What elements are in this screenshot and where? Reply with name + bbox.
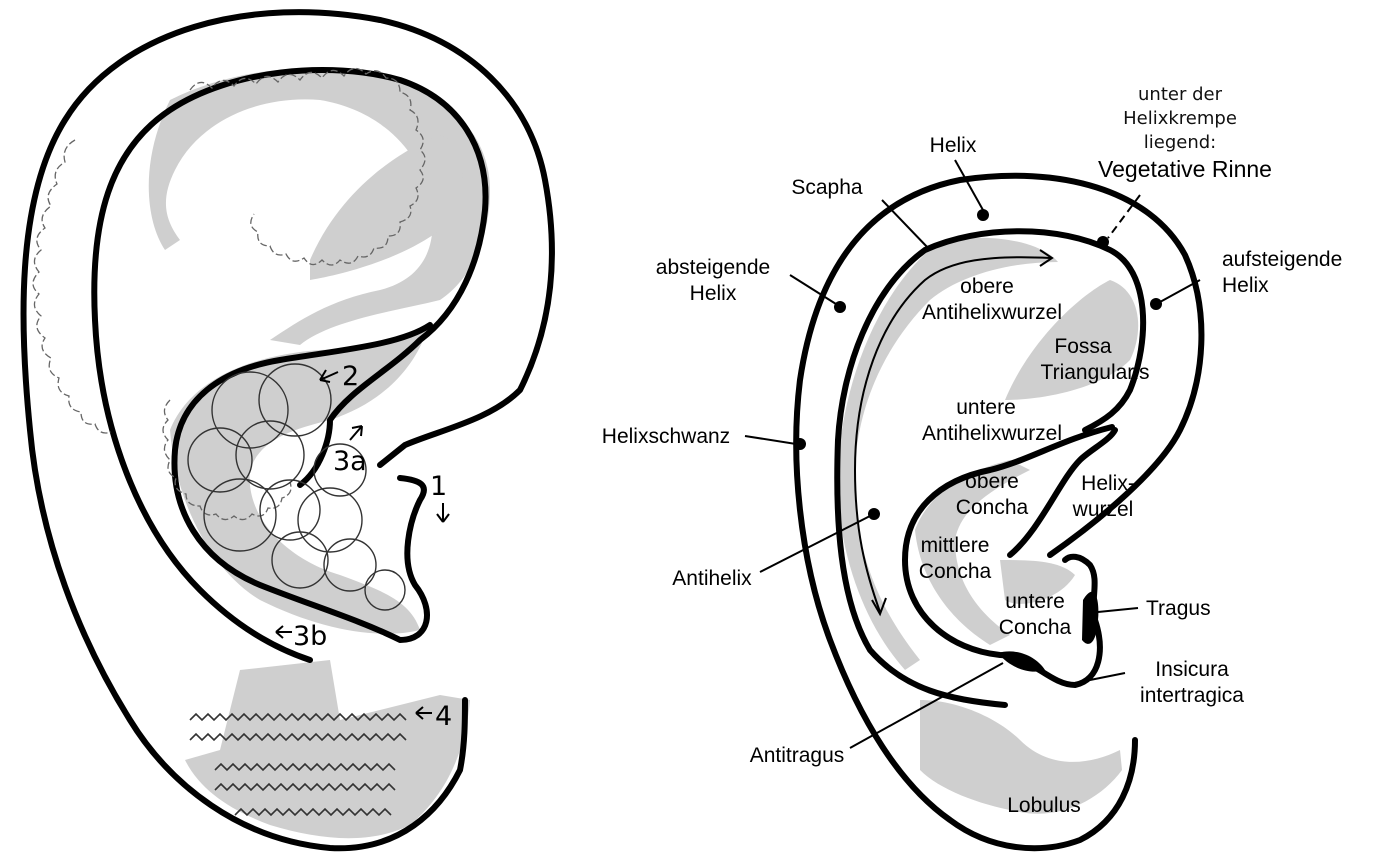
label-absteigende-1: absteigende	[656, 256, 770, 279]
label-scapha: Scapha	[791, 176, 863, 199]
label-untere-antihelixwurzel-2: Antihelixwurzel	[922, 422, 1062, 445]
label-helixwurzel-2: wurzel	[1072, 498, 1134, 521]
label-obere-antihelixwurzel-2: Antihelixwurzel	[922, 301, 1062, 324]
marker-3b: 3b	[293, 621, 327, 652]
label-vegetative-rinne: Vegetative Rinne	[1098, 156, 1272, 182]
arrow-3a	[350, 426, 362, 440]
label-lobulus: Lobulus	[1007, 794, 1081, 817]
label-untere-concha-1: untere	[1005, 590, 1065, 613]
dot-vegetative	[1097, 236, 1109, 248]
left-ear-figure: 2 3a 1 3b 4	[23, 12, 551, 848]
arrow-1	[437, 503, 449, 522]
marker-1: 1	[430, 471, 447, 502]
arrow-3b	[276, 626, 292, 638]
label-antihelix: Antihelix	[672, 567, 752, 590]
marker-4: 4	[435, 701, 452, 732]
leader-insicura	[1075, 673, 1125, 683]
label-helixwurzel-1: Helix-	[1081, 472, 1135, 495]
label-obere-concha-1: obere	[965, 470, 1019, 493]
right-ear-figure: unter der Helixkrempe liegend: Vegetativ…	[602, 84, 1342, 848]
dot-aufsteigende	[1150, 298, 1162, 310]
marker-3a: 3a	[333, 446, 367, 477]
label-aufsteigende-2: Helix	[1222, 274, 1269, 297]
label-absteigende-2: Helix	[690, 282, 737, 305]
label-untere-concha-2: Concha	[999, 616, 1072, 639]
leader-scapha	[882, 200, 930, 250]
label-under-2: Helixkrempe	[1123, 108, 1237, 129]
label-aufsteigende-1: aufsteigende	[1222, 248, 1342, 271]
dot-antihelix	[868, 508, 880, 520]
label-mittlere-concha-1: mittlere	[921, 534, 990, 557]
label-helixschwanz: Helixschwanz	[602, 425, 730, 448]
label-fossa-1: Fossa	[1054, 335, 1112, 358]
label-insicura-1: Insicura	[1155, 658, 1229, 681]
marker-2: 2	[342, 361, 359, 392]
label-insicura-2: intertragica	[1140, 684, 1244, 707]
dot-helix	[977, 209, 989, 221]
label-under-1: unter der	[1138, 84, 1223, 105]
label-obere-concha-2: Concha	[956, 496, 1029, 519]
label-antitragus: Antitragus	[750, 744, 845, 767]
label-fossa-2: Triangularis	[1041, 361, 1150, 384]
label-helix: Helix	[930, 134, 977, 157]
label-under-3: liegend:	[1144, 132, 1216, 153]
leader-tragus	[1098, 608, 1138, 612]
label-tragus: Tragus	[1146, 597, 1211, 620]
leader-helix	[955, 160, 983, 210]
left-scallop-left	[33, 140, 111, 433]
label-untere-antihelixwurzel-1: untere	[956, 396, 1016, 419]
label-mittlere-concha-2: Concha	[919, 560, 992, 583]
tragus-mark	[1082, 592, 1098, 644]
antitragus-mark	[998, 651, 1045, 671]
label-obere-antihelixwurzel-1: obere	[960, 275, 1014, 298]
leader-helixschwanz	[745, 436, 796, 444]
